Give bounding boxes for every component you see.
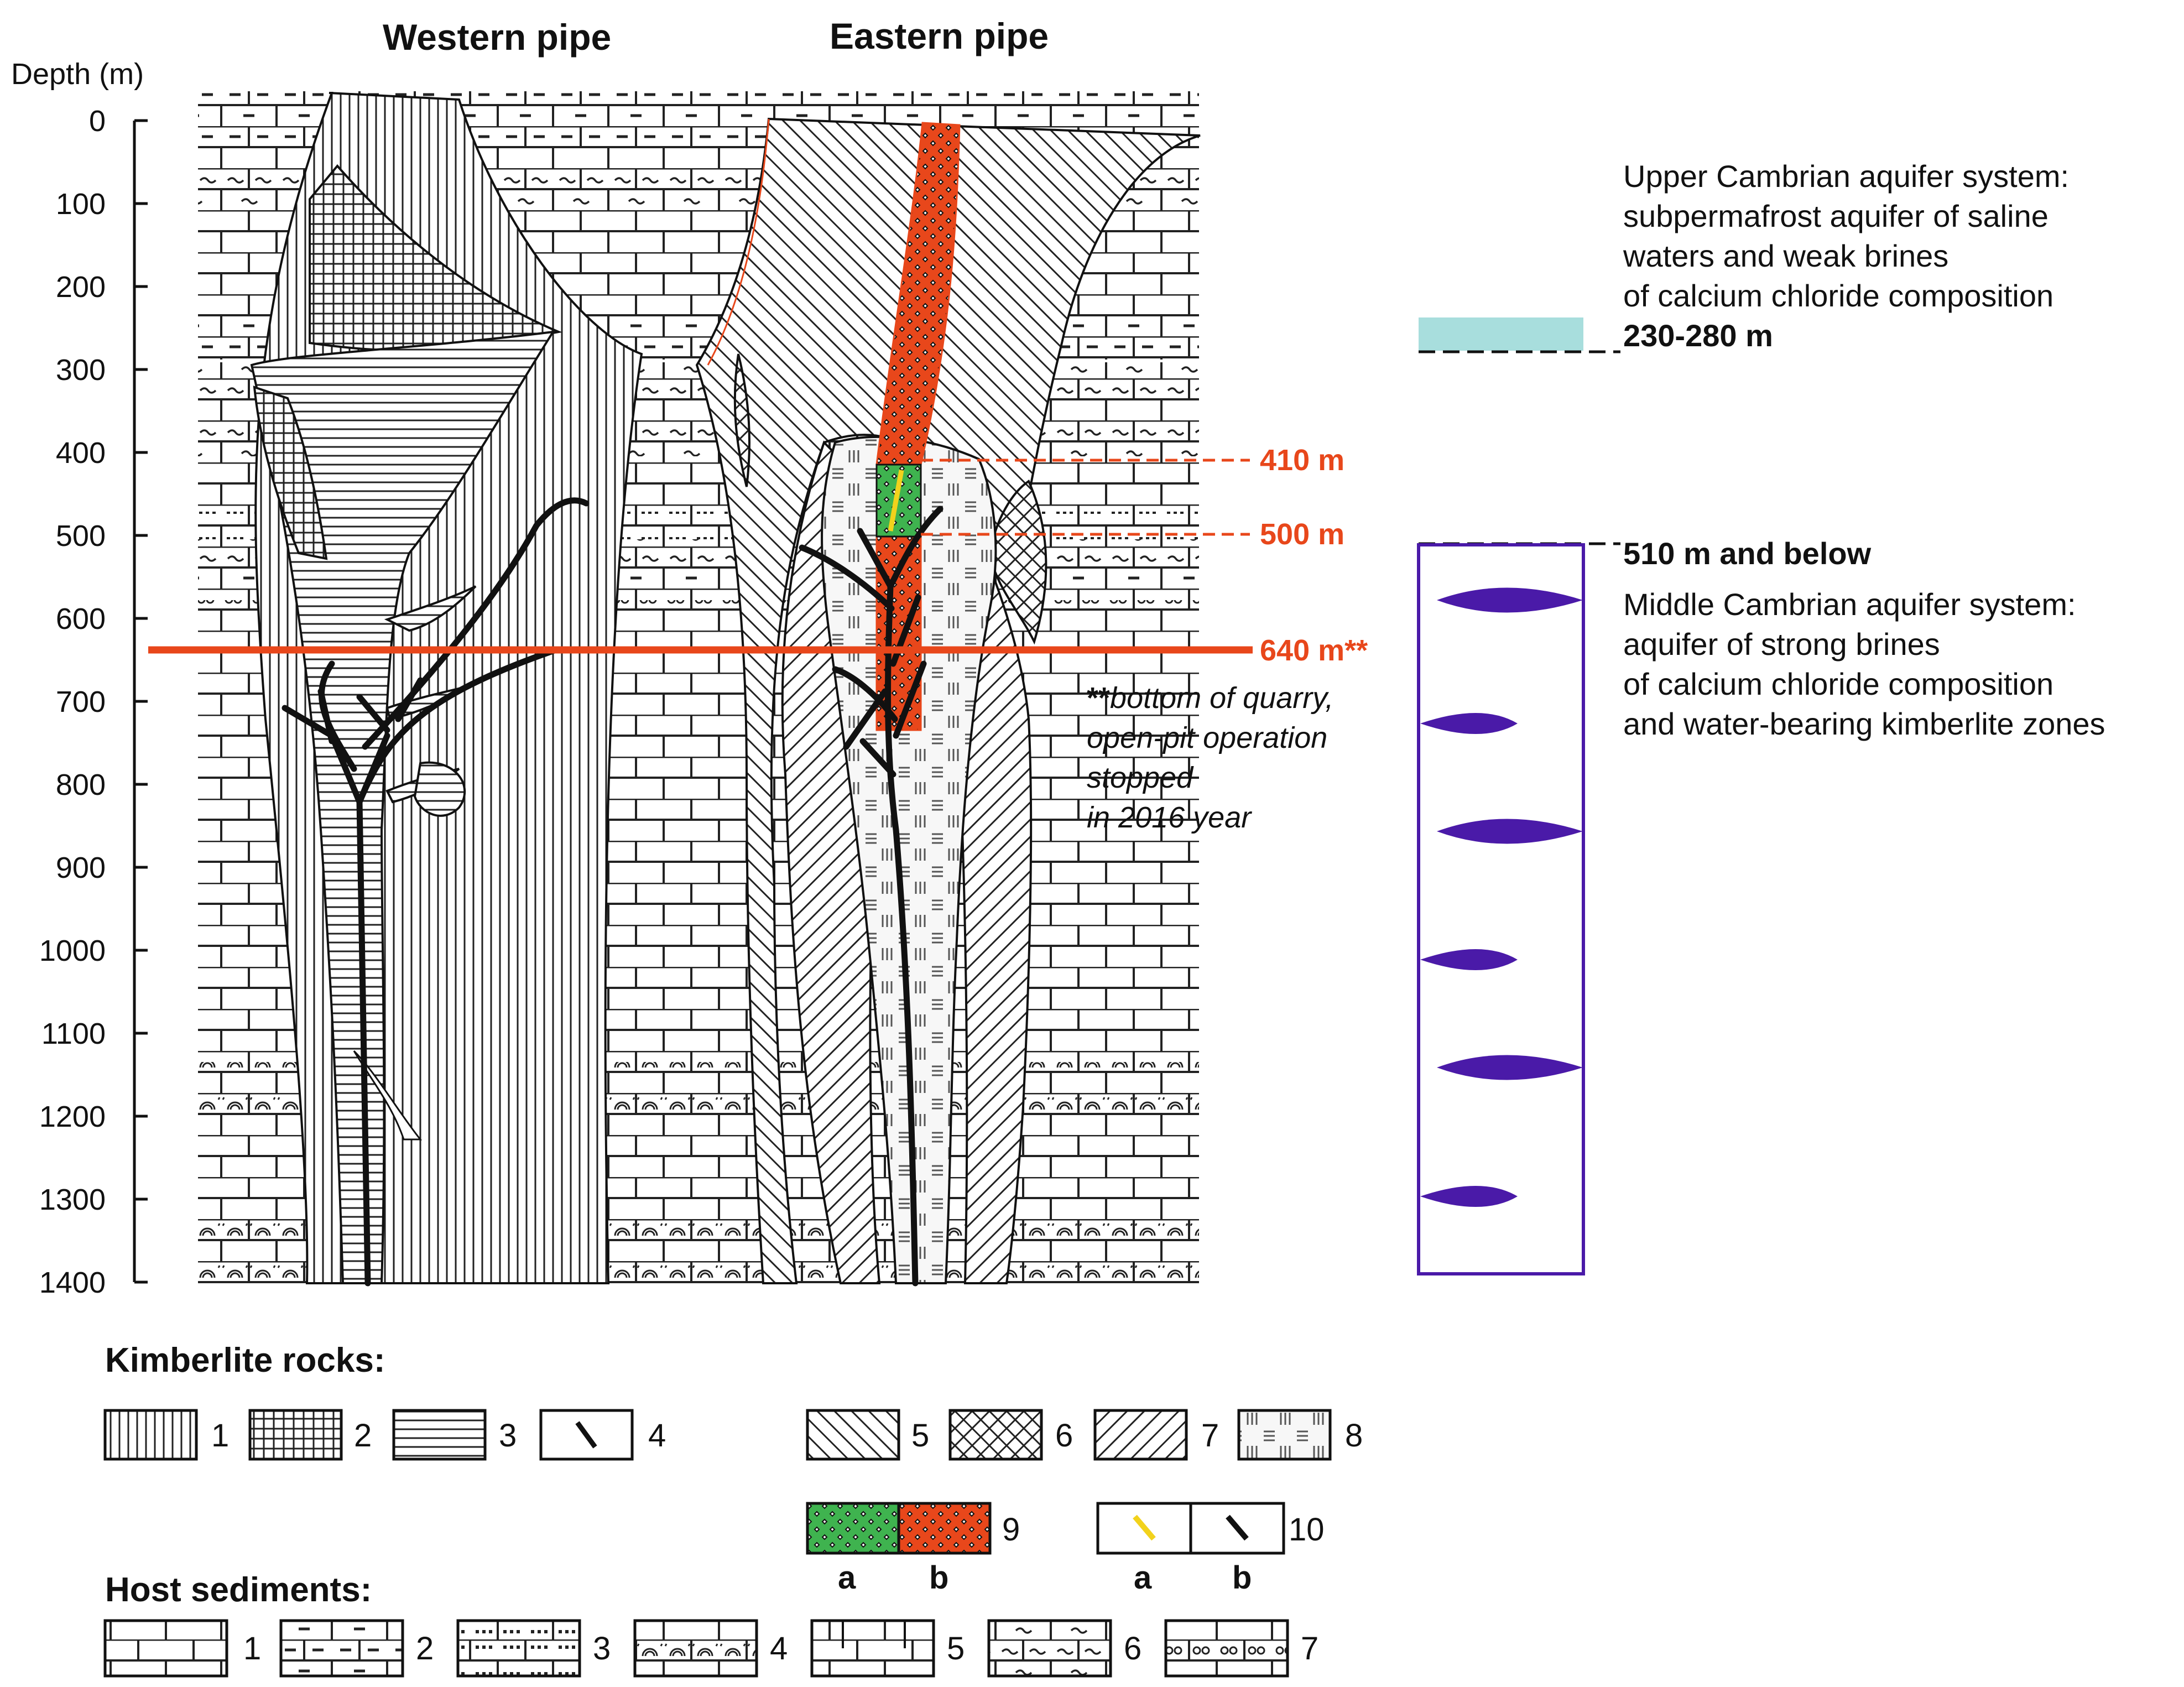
legend-k2-swatch bbox=[248, 1409, 343, 1461]
legend: Kimberlite rocks: 1 2 3 4 5 6 7 8 9 a b … bbox=[103, 1341, 1363, 1678]
legend-h3-num: 3 bbox=[593, 1631, 611, 1667]
upper-aquifer-line-1: Upper Cambrian aquifer system: bbox=[1623, 159, 2069, 194]
marker-640-label: 640 m** bbox=[1260, 634, 1368, 667]
legend-k5-num: 5 bbox=[911, 1418, 929, 1454]
middle-aquifer-line-1: Middle Cambrian aquifer system: bbox=[1623, 587, 2076, 622]
note-line-1: bottom of quarry, bbox=[1110, 681, 1333, 715]
depth-tick-label: 500 bbox=[56, 519, 106, 553]
upper-aquifer-band bbox=[1419, 317, 1583, 351]
depth-tick-label: 1200 bbox=[39, 1100, 106, 1133]
depth-axis-label: Depth (m) bbox=[11, 58, 144, 91]
depth-tick-label: 1400 bbox=[39, 1266, 106, 1299]
legend-k9a-label: a bbox=[838, 1560, 856, 1596]
depth-tick-label: 300 bbox=[56, 353, 106, 387]
legend-k10b-swatch bbox=[1189, 1502, 1285, 1555]
legend-k1-swatch bbox=[103, 1409, 198, 1461]
legend-k10a-label: a bbox=[1134, 1560, 1152, 1596]
note-asterisks: ** bbox=[1087, 681, 1110, 715]
note-line-3: stopped bbox=[1087, 761, 1194, 794]
upper-aquifer-line-3: waters and weak brines bbox=[1623, 238, 1948, 273]
depth-tick-label: 1100 bbox=[41, 1017, 106, 1050]
western-pipe bbox=[250, 92, 643, 1287]
depth-tick-label: 0 bbox=[89, 105, 106, 138]
brine-lens-4 bbox=[1420, 949, 1518, 970]
depth-axis: 0 100 200 300 400 500 600 700 800 900 1000 1100 1200… bbox=[11, 58, 148, 1299]
note-line-2: open-pit operation bbox=[1087, 721, 1327, 754]
depth-tick-label: 600 bbox=[56, 602, 106, 636]
brine-lens-1 bbox=[1437, 587, 1583, 613]
legend-k9b-label: b bbox=[929, 1560, 948, 1596]
legend-k1-num: 1 bbox=[211, 1418, 229, 1454]
middle-aquifer-column bbox=[1417, 543, 1585, 1275]
legend-k4-swatch bbox=[539, 1409, 634, 1461]
legend-k7-swatch bbox=[1093, 1409, 1188, 1461]
legend-k9a-swatch bbox=[806, 1502, 900, 1555]
brine-lens-6 bbox=[1420, 1186, 1518, 1207]
legend-h5-swatch bbox=[810, 1619, 935, 1678]
svg-text:**bottom of quarry,: **bottom of quarry, bbox=[1087, 681, 1333, 715]
depth-tick-label: 1000 bbox=[39, 934, 106, 967]
legend-h3-swatch bbox=[456, 1619, 581, 1678]
legend-k8-swatch bbox=[1237, 1409, 1332, 1461]
upper-aquifer-line-2: subpermafrost aquifer of saline bbox=[1623, 199, 2049, 233]
legend-k9b-swatch bbox=[897, 1502, 992, 1555]
depth-tick-label: 100 bbox=[56, 188, 106, 221]
legend-k6-swatch bbox=[948, 1409, 1043, 1461]
western-pipe-title: Western pipe bbox=[383, 17, 611, 58]
legend-k10-num: 10 bbox=[1289, 1512, 1325, 1548]
legend-h1-num: 1 bbox=[243, 1631, 261, 1667]
brine-lens-5 bbox=[1437, 1055, 1583, 1080]
middle-aquifer-line-4: and water-bearing kimberlite zones bbox=[1623, 706, 2105, 741]
quarry-note: **bottom of quarry, open-pit operation s… bbox=[1087, 681, 1333, 834]
legend-h6-swatch bbox=[987, 1619, 1112, 1678]
legend-k9-num: 9 bbox=[1002, 1512, 1020, 1548]
middle-aquifer-line-2: aquifer of strong brines bbox=[1623, 627, 1940, 662]
depth-tick-label: 1300 bbox=[39, 1183, 106, 1216]
legend-k7-num: 7 bbox=[1201, 1418, 1219, 1454]
legend-h5-num: 5 bbox=[947, 1631, 965, 1667]
legend-k3-swatch bbox=[392, 1409, 487, 1461]
legend-host-title: Host sediments: bbox=[105, 1571, 372, 1609]
legend-h2-swatch bbox=[279, 1619, 404, 1678]
depth-tick-label: 900 bbox=[56, 851, 106, 884]
legend-kimberlite-title: Kimberlite rocks: bbox=[105, 1341, 385, 1379]
depth-tick-label: 200 bbox=[56, 270, 106, 304]
depth-markers: 410 m 500 m 640 m** bbox=[148, 444, 1368, 667]
middle-aquifer-line-3: of calcium chloride composition bbox=[1623, 667, 2053, 701]
depth-tick-label: 800 bbox=[56, 768, 106, 801]
legend-k4-num: 4 bbox=[648, 1418, 666, 1454]
legend-h1-swatch bbox=[103, 1619, 228, 1678]
legend-h6-num: 6 bbox=[1124, 1631, 1141, 1667]
marker-410-label: 410 m bbox=[1260, 444, 1344, 477]
depth-tick-label: 700 bbox=[56, 685, 106, 718]
depth-tick-label: 400 bbox=[56, 436, 106, 470]
legend-k3-num: 3 bbox=[499, 1418, 517, 1454]
legend-h4-num: 4 bbox=[770, 1631, 788, 1667]
legend-k10b-label: b bbox=[1232, 1560, 1252, 1596]
upper-aquifer: Upper Cambrian aquifer system: subpermaf… bbox=[1419, 159, 2069, 353]
legend-h7-swatch bbox=[1164, 1619, 1289, 1678]
brine-lens-2 bbox=[1420, 713, 1518, 734]
legend-k5-swatch bbox=[806, 1409, 900, 1461]
note-line-4: in 2016 year bbox=[1087, 801, 1252, 834]
middle-aquifer-depth: 510 m and below bbox=[1623, 536, 1872, 571]
legend-h2-num: 2 bbox=[416, 1631, 434, 1667]
marker-500-label: 500 m bbox=[1260, 518, 1344, 551]
legend-k2-num: 2 bbox=[354, 1418, 372, 1454]
legend-k6-num: 6 bbox=[1055, 1418, 1073, 1454]
legend-h4-swatch bbox=[633, 1619, 758, 1678]
brine-lens-3 bbox=[1437, 819, 1583, 844]
upper-aquifer-depth: 230-280 m bbox=[1623, 318, 1773, 353]
eastern-pipe-title: Eastern pipe bbox=[830, 15, 1049, 56]
legend-h7-num: 7 bbox=[1301, 1631, 1318, 1667]
legend-k8-num: 8 bbox=[1345, 1418, 1363, 1454]
upper-aquifer-line-4: of calcium chloride composition bbox=[1623, 278, 2053, 313]
middle-aquifer: 510 m and below Middle Cambrian aquifer … bbox=[1417, 536, 2105, 1275]
